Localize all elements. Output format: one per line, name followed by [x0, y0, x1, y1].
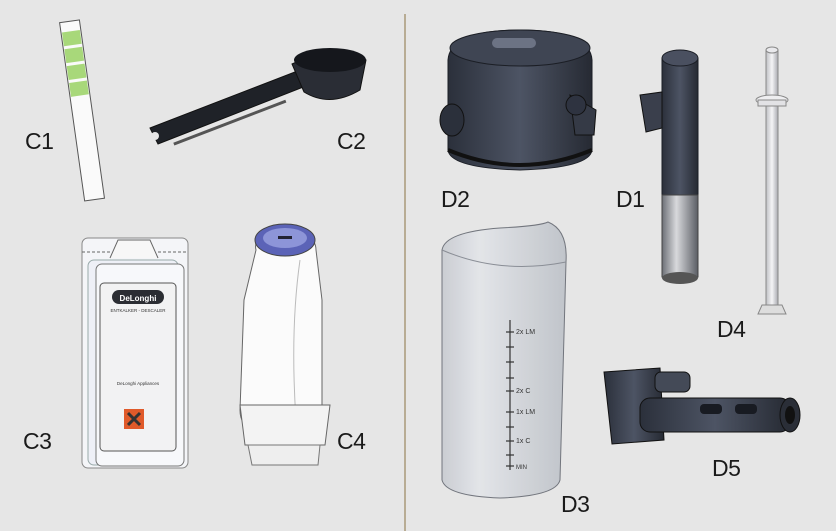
label-d5: D5 — [712, 455, 741, 481]
label-c2: C2 — [337, 128, 366, 154]
jug-mark-1x-lm: 1x LM — [516, 409, 535, 416]
label-d2: D2 — [441, 186, 470, 212]
label-d1: D1 — [616, 186, 645, 212]
test-strip-c1 — [59, 19, 106, 202]
pack-brand-logo: DeLonghi — [120, 294, 157, 303]
jug-mark-min: MIN — [516, 465, 527, 471]
water-filter-c4 — [239, 223, 331, 466]
jug-mark-2x-lm: 2x LM — [516, 329, 535, 336]
label-d4: D4 — [717, 316, 746, 342]
label-c4: C4 — [337, 428, 366, 454]
steam-rod-d4 — [755, 46, 789, 315]
label-c1: C1 — [25, 128, 54, 154]
jug-mark-1x-c: 1x C — [516, 438, 530, 445]
milk-container-lid-d2 — [439, 29, 597, 171]
measuring-jug-d3 — [441, 221, 567, 499]
steam-tube-d1 — [639, 49, 699, 284]
pack-maker: DeLonghi Appliances — [117, 381, 160, 386]
pack-subtitle: ENTKALKER - DESCALER — [110, 308, 166, 313]
measuring-scoop-c2 — [149, 48, 367, 146]
connector-d5 — [603, 367, 801, 445]
label-c3: C3 — [23, 428, 52, 454]
label-d3: D3 — [561, 491, 590, 517]
descaler-pack-c3 — [81, 237, 189, 469]
jug-mark-2x-c: 2x C — [516, 388, 530, 395]
